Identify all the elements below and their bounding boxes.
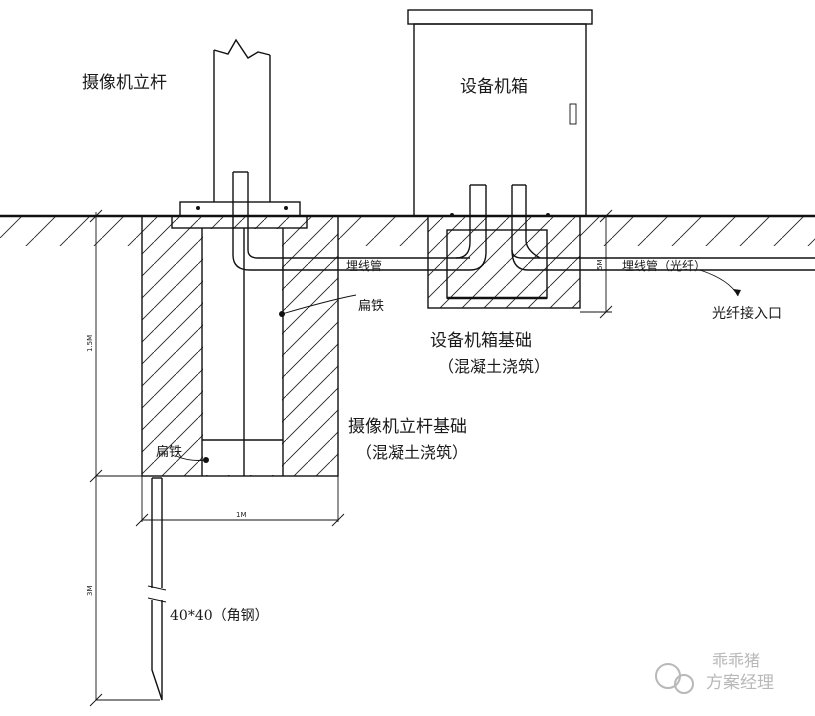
pole-foundation-label: 摄像机立杆基础: [348, 417, 467, 437]
ground-surface: [0, 214, 815, 246]
cabinet-foundation-label: 设备机箱基础: [430, 331, 532, 351]
cabinet-label: 设备机箱: [460, 77, 528, 97]
cabinet-foundation-block: [427, 213, 581, 309]
buried-conduit-left: [232, 249, 470, 271]
dim-depth-angle: 3M: [86, 586, 94, 597]
dim-width-pole: 1M: [236, 511, 247, 519]
camera-pole: [213, 38, 271, 255]
watermark-line2: 方案经理: [706, 673, 774, 693]
pole-foundation-block: [141, 215, 339, 477]
wechat-icon: [655, 663, 681, 689]
pole-label: 摄像机立杆: [82, 73, 167, 93]
pole-foundation-note: （混凝土浇筑）: [356, 443, 468, 462]
flat-iron-bottom-label: 扁铁: [156, 445, 182, 460]
dim-depth-cabinet: 5M: [596, 260, 604, 271]
conduit-left-label: 埋线管: [346, 258, 382, 273]
equipment-cabinet: [407, 9, 593, 217]
watermark-line1: 乖乖猪: [712, 651, 760, 670]
fiber-entry-leader: [699, 269, 741, 297]
conduit-right-label: 埋线管（光纤）: [622, 258, 706, 273]
fiber-entry-label: 光纤接入口: [712, 305, 782, 322]
angle-steel: [147, 477, 167, 701]
watermark: 乖乖猪 方案经理: [655, 651, 774, 694]
cabinet-conduits: [455, 184, 815, 271]
flat-iron-lines: [160, 294, 357, 477]
flat-iron-top-label: 扁铁: [358, 299, 384, 314]
pole-base-plate: [171, 201, 308, 229]
dim-depth-pole: 1.5M: [86, 335, 94, 352]
cabinet-foundation-note: （混凝土浇筑）: [438, 357, 550, 376]
angle-steel-label: 40*40（角钢）: [170, 608, 269, 624]
dimension-lines: [89, 209, 613, 707]
